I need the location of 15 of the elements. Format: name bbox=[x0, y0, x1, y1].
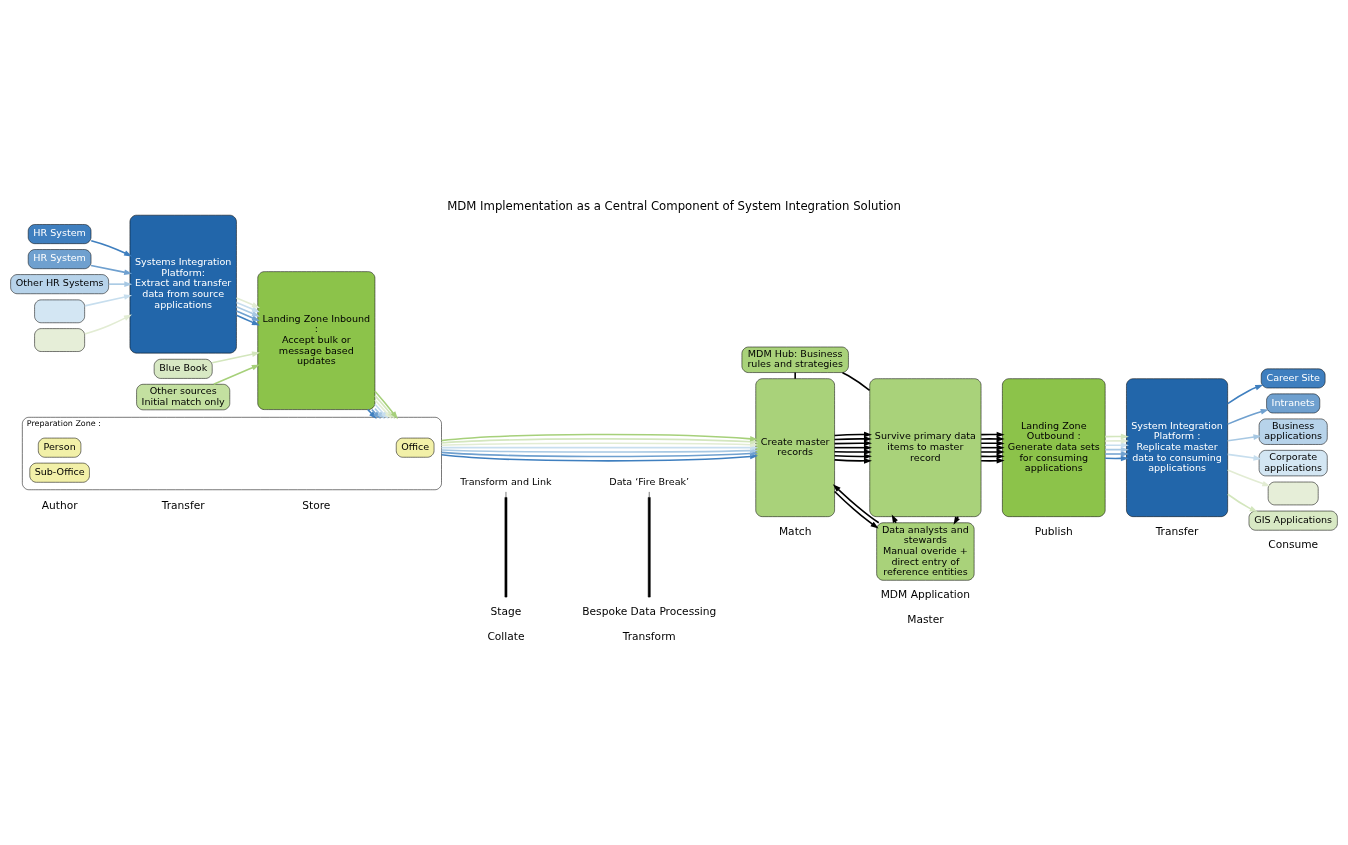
label: Consume bbox=[1268, 538, 1319, 552]
node-text: Data ‘Fire Break’ bbox=[609, 475, 690, 487]
label: Author bbox=[41, 499, 78, 513]
label: Store bbox=[302, 499, 331, 513]
label: Bespoke Data Processing bbox=[582, 604, 717, 618]
diagram-title: MDM Implementation as a Central Component of System Integration Solution bbox=[447, 198, 901, 213]
label: Stage bbox=[490, 604, 522, 618]
label: Publish bbox=[1034, 525, 1073, 539]
label: Match bbox=[778, 525, 812, 539]
label: Transfer bbox=[161, 499, 205, 513]
label: Transfer bbox=[1155, 525, 1199, 539]
label: Transform bbox=[622, 629, 676, 643]
node-text: Transform and Link bbox=[460, 475, 552, 487]
label: Master bbox=[907, 613, 944, 627]
label: Collate bbox=[487, 629, 525, 643]
